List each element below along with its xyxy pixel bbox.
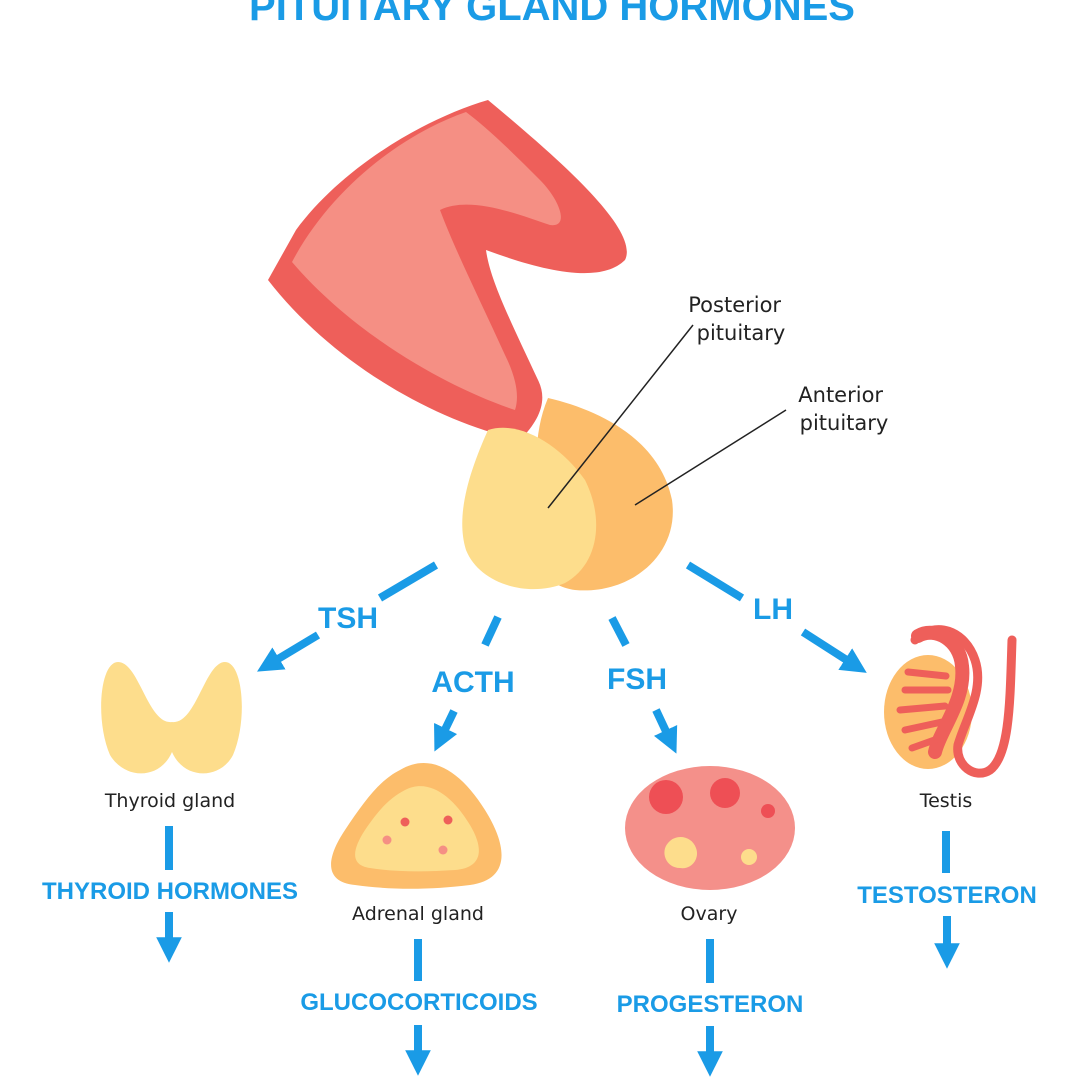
- acth-arrow-segment: [481, 615, 502, 647]
- fsh-arrow-segment: [608, 616, 630, 647]
- product-label-thyroid: THYROID HORMONES: [42, 878, 298, 905]
- product-label-ovary: PROGESTERON: [617, 991, 804, 1018]
- anterior-pointer-line: [634, 409, 787, 506]
- ovary-icon: [625, 766, 795, 890]
- acth-arrow: [434, 709, 458, 752]
- organ-label-thyroid: Thyroid gland: [104, 790, 235, 812]
- lh-arrow-segment: [685, 561, 745, 602]
- hormone-label-lh: LH: [753, 593, 793, 626]
- thyroid-gland-icon: [101, 662, 242, 774]
- tsh-arrow-segment: [377, 561, 439, 602]
- posterior-pituitary-label: Posterior pituitary: [688, 293, 788, 345]
- fsh-arrow: [652, 708, 678, 754]
- posterior-lobe: [462, 427, 597, 590]
- hypothalamus-illustration: [268, 100, 627, 440]
- hormone-label-acth: ACTH: [431, 666, 514, 699]
- lh-arrow: [800, 628, 867, 673]
- product-label-adrenal: GLUCOCORTICOIDS: [300, 989, 537, 1016]
- organ-label-adrenal: Adrenal gland: [352, 903, 484, 925]
- hormone-label-fsh: FSH: [607, 663, 667, 696]
- adrenal-gland-icon: [331, 763, 502, 889]
- organ-label-ovary: Ovary: [681, 903, 738, 925]
- diagram-title: PITUITARY GLAND HORMONES: [249, 0, 855, 29]
- testis-icon: [884, 625, 1017, 778]
- pituitary-gland: [462, 398, 673, 591]
- product-label-testis: TESTOSTERON: [857, 882, 1037, 909]
- tsh-arrow: [257, 631, 321, 672]
- posterior-pointer-line: [547, 324, 694, 509]
- hormone-label-tsh: TSH: [318, 602, 378, 635]
- anterior-pituitary-label: Anterior pituitary: [798, 383, 889, 435]
- organ-label-testis: Testis: [919, 790, 973, 812]
